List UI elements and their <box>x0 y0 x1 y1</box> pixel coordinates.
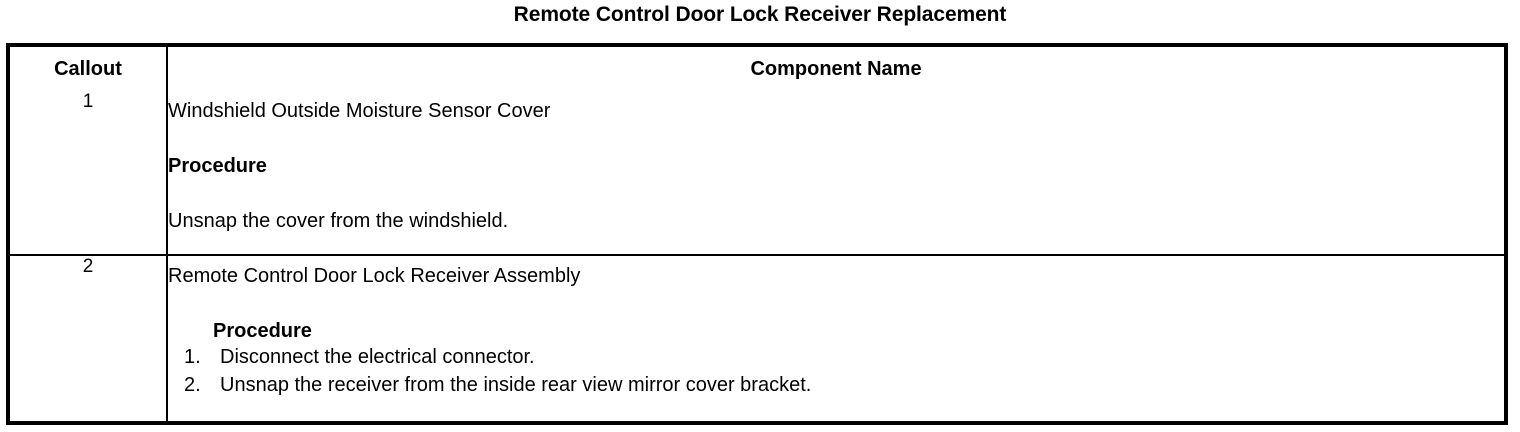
list-item: 1. Disconnect the electrical connector. <box>168 343 1504 371</box>
table-header-row: Callout Component Name <box>10 47 1504 91</box>
list-item-text: Disconnect the electrical connector. <box>220 346 535 369</box>
page-title: Remote Control Door Lock Receiver Replac… <box>513 3 1007 26</box>
callout-number: 1 <box>10 91 168 257</box>
column-header-component-name: Component Name <box>750 58 922 80</box>
list-item-number: 2. <box>184 374 201 397</box>
table-row: 2 Remote Control Door Lock Receiver Asse… <box>10 255 1504 421</box>
component-table-container: Callout Component Name 1 Windshield Outs… <box>6 43 1508 425</box>
callout-number: 2 <box>10 255 168 421</box>
component-name-text: Remote Control Door Lock Receiver Assemb… <box>168 265 581 288</box>
table-body: 1 Windshield Outside Moisture Sensor Cov… <box>10 91 1504 421</box>
component-cell: Windshield Outside Moisture Sensor Cover… <box>167 91 1504 257</box>
procedure-text: Unsnap the cover from the windshield. <box>168 210 509 232</box>
component-name-text: Windshield Outside Moisture Sensor Cover <box>168 100 551 122</box>
table-header: Callout Component Name <box>10 47 1504 91</box>
procedure-heading: Procedure <box>168 155 267 177</box>
procedure-step-list: 1. Disconnect the electrical connector. … <box>168 343 1504 399</box>
list-item-number: 1. <box>184 346 201 369</box>
component-table: Callout Component Name 1 Windshield Outs… <box>10 47 1504 421</box>
list-item-text: Unsnap the receiver from the inside rear… <box>220 374 812 397</box>
list-item: 2. Unsnap the receiver from the inside r… <box>168 371 1504 399</box>
procedure-heading: Procedure <box>213 320 312 343</box>
table-row: 1 Windshield Outside Moisture Sensor Cov… <box>10 91 1504 257</box>
column-header-callout: Callout <box>10 47 168 91</box>
component-cell: Remote Control Door Lock Receiver Assemb… <box>167 255 1504 421</box>
